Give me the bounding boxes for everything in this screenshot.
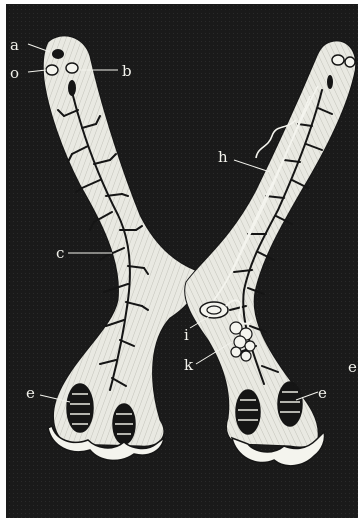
label-c: c [56, 244, 64, 262]
label-i: i [184, 326, 189, 344]
label-k: k [184, 356, 194, 374]
label-e-edge: e [348, 358, 357, 376]
label-a: a [10, 36, 19, 54]
label-e-left: e [26, 384, 35, 402]
label-o: o [10, 64, 19, 82]
label-h: h [218, 148, 228, 166]
label-e-right: e [318, 384, 327, 402]
label-b: b [122, 62, 132, 80]
